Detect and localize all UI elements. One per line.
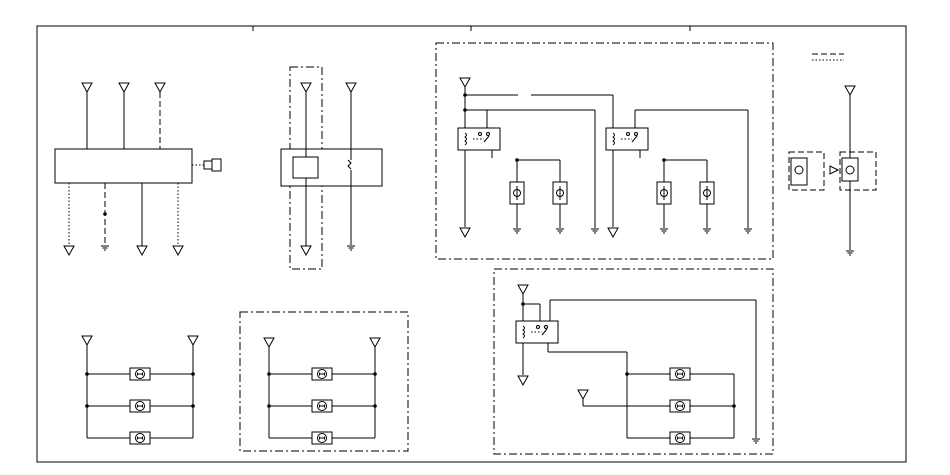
ground-symbol — [346, 245, 356, 251]
power-symbol — [300, 245, 312, 256]
power-symbol — [136, 245, 148, 256]
power-symbol — [172, 245, 184, 256]
connector-pair — [788, 85, 877, 256]
parallel-motor-group-b — [239, 311, 409, 452]
ground-symbol — [751, 438, 761, 444]
fan-motor-icon — [656, 181, 672, 205]
power-symbol — [300, 82, 312, 93]
ground-symbol — [659, 228, 669, 234]
ground-symbol — [100, 245, 110, 251]
motor-icon — [311, 399, 333, 413]
power-symbol — [81, 335, 93, 346]
ground-symbol — [845, 250, 855, 256]
fan-motor-icon — [552, 181, 568, 205]
arrow-left-icon — [829, 165, 840, 175]
relay-icon — [457, 127, 501, 151]
ground-symbol — [743, 228, 753, 234]
motor-icon — [669, 431, 691, 445]
power-symbol — [187, 335, 199, 346]
ground-symbol — [590, 228, 600, 234]
control-unit-group — [54, 82, 222, 256]
power-symbol — [63, 245, 75, 256]
power-symbol — [154, 82, 166, 93]
motor-icon — [129, 399, 151, 413]
power-symbol — [263, 337, 275, 348]
power-symbol — [81, 82, 93, 93]
power-symbol — [577, 389, 589, 400]
power-symbol — [459, 227, 471, 238]
ground-symbol — [512, 228, 522, 234]
drawing-frame — [36, 25, 907, 463]
fan-relay-circuit — [435, 42, 774, 260]
power-symbol — [517, 375, 529, 386]
power-symbol — [607, 227, 619, 238]
motor-icon — [311, 431, 333, 445]
relay-motor-circuit — [493, 268, 774, 455]
relay-icon — [515, 320, 559, 344]
power-symbol — [459, 77, 471, 88]
power-symbol — [844, 85, 856, 96]
control-unit-box — [54, 148, 193, 184]
switch-unit-group — [280, 66, 383, 270]
ground-symbol — [702, 228, 712, 234]
relay-icon — [605, 127, 649, 151]
ground-symbol — [555, 228, 565, 234]
motor-icon — [311, 367, 333, 381]
parallel-motor-group-a — [81, 335, 199, 445]
motor-icon — [669, 367, 691, 381]
motor-icon — [129, 367, 151, 381]
power-symbol — [345, 82, 357, 93]
connector-icon — [203, 158, 222, 172]
line-style-legend — [812, 53, 844, 61]
fan-motor-icon — [699, 181, 715, 205]
motor-icon — [669, 399, 691, 413]
power-symbol — [369, 337, 381, 348]
motor-icon — [129, 431, 151, 445]
power-symbol — [118, 82, 130, 93]
fan-motor-icon — [509, 181, 525, 205]
power-symbol — [517, 284, 529, 295]
